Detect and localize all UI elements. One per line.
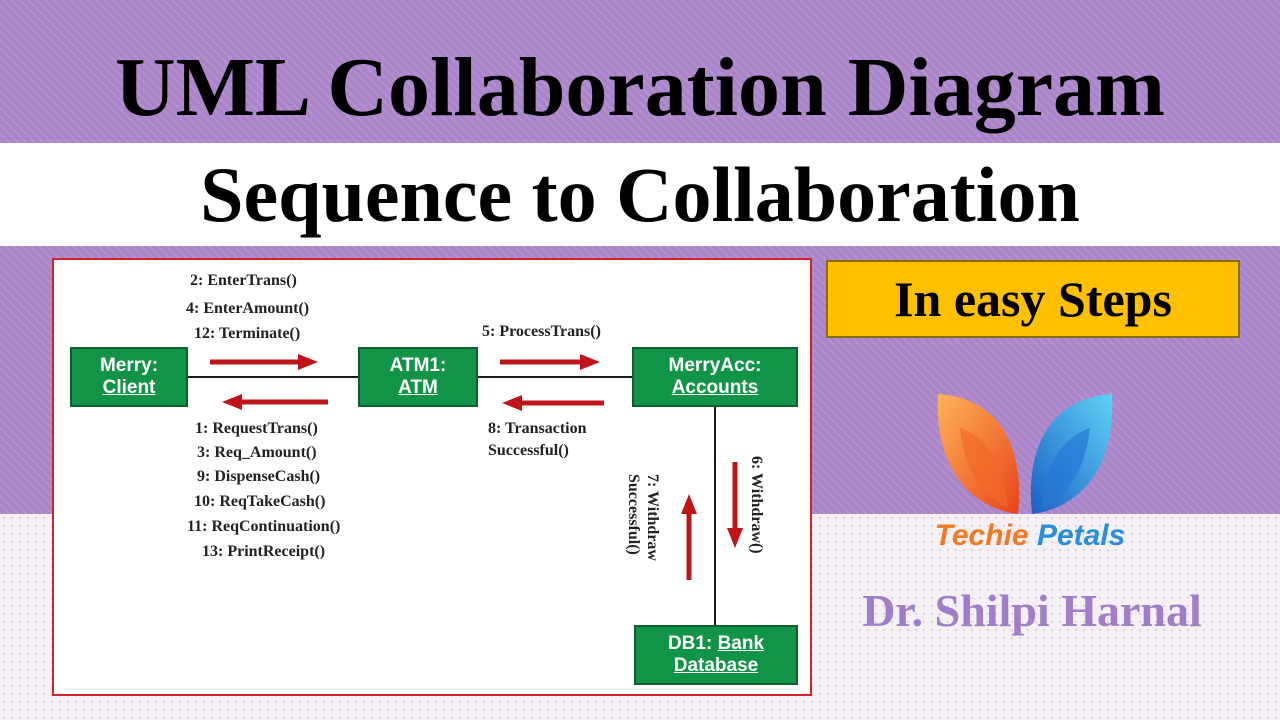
message-label: 4: EnterAmount() — [186, 300, 310, 317]
arrow-up-icon — [681, 494, 697, 580]
in-easy-steps-badge: In easy Steps — [826, 260, 1240, 338]
message-label: 2: EnterTrans() — [190, 272, 297, 289]
object-type: Client — [102, 377, 156, 398]
object-name: DB1: — [667, 633, 713, 654]
link-atm-accounts — [478, 376, 634, 378]
header-band — [0, 0, 1280, 143]
arrow-right-icon — [210, 354, 318, 370]
object-type: Bank — [717, 633, 765, 654]
message-label: 8: Transaction — [488, 420, 587, 437]
subtitle-band — [0, 143, 1280, 246]
message-label: Successful() — [488, 442, 569, 459]
object-type: ATM — [398, 377, 438, 398]
object-db1-bank-database: DB1: Bank Database — [634, 625, 798, 685]
object-atm1-atm: ATM1: ATM — [358, 347, 478, 407]
object-merry-client: Merry: Client — [70, 347, 188, 407]
message-label: 11: ReqContinuation() — [187, 518, 341, 535]
author-name: Dr. Shilpi Harnal — [862, 585, 1202, 636]
arrow-left-icon — [222, 394, 328, 410]
petals-logo-icon — [937, 394, 1113, 514]
link-accounts-db — [714, 407, 716, 627]
object-name: Merry: — [99, 355, 159, 376]
collaboration-diagram: Merry: Client ATM1: ATM MerryAcc: Accoun… — [52, 258, 812, 696]
message-label: 1: RequestTrans() — [195, 420, 318, 437]
arrow-right-icon — [500, 354, 600, 370]
page-title: UML Collaboration Diagram — [115, 41, 1165, 134]
page-subtitle: Sequence to Collaboration — [200, 151, 1080, 238]
message-label: 7: Withdraw Successful() — [625, 474, 661, 561]
message-label: 12: Terminate() — [194, 325, 301, 342]
object-type: Accounts — [671, 377, 759, 398]
message-label: 10: ReqTakeCash() — [194, 493, 326, 510]
brand-name: Techie Petals — [934, 519, 1126, 552]
message-label: 5: ProcessTrans() — [482, 323, 601, 340]
arrow-down-icon — [727, 462, 743, 548]
message-label: 9: DispenseCash() — [197, 468, 321, 485]
link-client-atm — [188, 376, 358, 378]
object-type: Database — [673, 655, 759, 676]
message-label: 3: Req_Amount() — [197, 444, 317, 461]
message-label: 13: PrintReceipt() — [202, 543, 326, 560]
object-name: ATM1: — [389, 355, 447, 376]
arrow-left-icon — [502, 395, 604, 411]
message-label: 6: Withdraw() — [748, 456, 765, 554]
object-merryacc-accounts: MerryAcc: Accounts — [632, 347, 798, 407]
object-name: MerryAcc: — [668, 355, 762, 376]
